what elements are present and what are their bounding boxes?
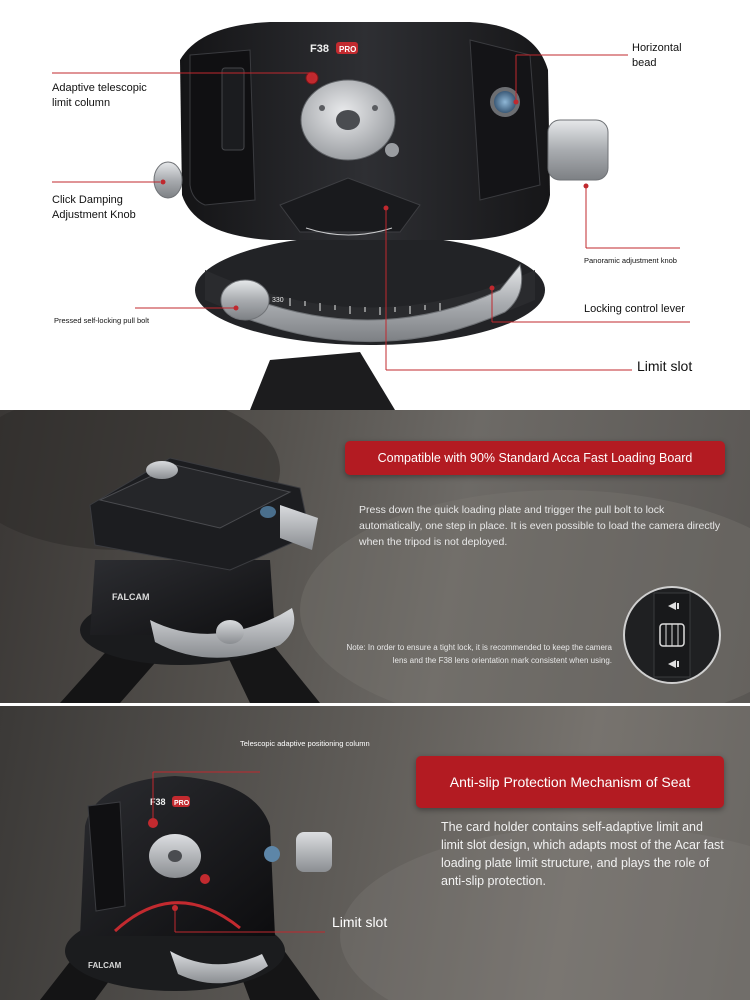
anti-slip-panel: F38 PRO FALCAM Telescopic adaptive posit… bbox=[0, 706, 750, 1000]
label-adaptive-column: Adaptive telescopic limit column bbox=[52, 82, 147, 109]
click-damping-knob[interactable] bbox=[153, 161, 183, 199]
label-pull-bolt: Pressed self-locking pull bolt bbox=[54, 316, 150, 325]
pull-bolt[interactable] bbox=[220, 279, 270, 321]
anti-slip-banner: Anti-slip Protection Mechanism of Seat bbox=[416, 756, 724, 808]
clamp-jaw-right bbox=[469, 39, 541, 201]
pro-badge-text-3: PRO bbox=[174, 800, 190, 807]
compatibility-description: Press down the quick loading plate and t… bbox=[359, 504, 721, 548]
camera-plate-photo: FALCAM bbox=[0, 410, 750, 703]
label-positioning-column: Telescopic adaptive positioning column bbox=[240, 739, 370, 748]
product-diagram-panel: 330 F38 PRO bbox=[0, 0, 750, 410]
compatibility-banner: Compatible with 90% Standard Acca Fast L… bbox=[345, 441, 725, 475]
locking-lever[interactable] bbox=[228, 263, 523, 343]
leader-lines-3 bbox=[152, 771, 325, 933]
label-limit-slot: Limit slot bbox=[637, 358, 693, 374]
leader-lines bbox=[52, 54, 690, 371]
dial-ticks bbox=[289, 298, 441, 315]
tripod-stem bbox=[250, 352, 395, 410]
label-panoramic-knob: Panoramic adjustment knob bbox=[584, 256, 677, 265]
compatibility-banner-text: Compatible with 90% Standard Acca Fast L… bbox=[377, 451, 693, 465]
pro-badge-text: PRO bbox=[339, 45, 356, 54]
limit-slot-area bbox=[279, 177, 421, 233]
leader-dots bbox=[160, 75, 589, 311]
pro-badge bbox=[336, 42, 358, 54]
brand-text-3: FALCAM bbox=[88, 961, 122, 970]
anti-slip-description: The card holder contains self-adaptive l… bbox=[441, 820, 724, 888]
quick-release-slot bbox=[221, 67, 245, 151]
label-limit-slot-3: Limit slot bbox=[332, 914, 388, 930]
horizontal-bead bbox=[494, 91, 516, 113]
pro-badge-3 bbox=[172, 796, 190, 807]
product-text-3: F38 bbox=[150, 797, 166, 807]
mounting-screw-hole bbox=[336, 110, 360, 130]
product-text: F38 bbox=[310, 43, 329, 55]
dial-mark-text: 330 bbox=[272, 297, 284, 304]
brand-text: FALCAM bbox=[112, 592, 150, 602]
positioning-column-pin bbox=[148, 818, 158, 828]
anti-slip-photo: F38 PRO FALCAM bbox=[40, 771, 750, 1000]
label-click-damping: Click Damping Adjustment Knob bbox=[52, 194, 136, 221]
compatibility-note: Note: In order to ensure a tight lock, i… bbox=[346, 643, 612, 665]
limit-slot-highlight bbox=[113, 901, 241, 933]
label-locking-lever: Locking control lever bbox=[584, 303, 685, 315]
anti-slip-banner-text: Anti-slip Protection Mechanism of Seat bbox=[449, 774, 691, 790]
compatibility-panel: FALCAM Compatible with 90% Standard Acca… bbox=[0, 410, 750, 703]
panoramic-knob[interactable] bbox=[547, 119, 609, 181]
label-horizontal-bead: Horizontal bead bbox=[632, 42, 682, 69]
tripod-head-illustration: 330 F38 PRO bbox=[52, 22, 690, 410]
panel-divider bbox=[0, 703, 750, 706]
